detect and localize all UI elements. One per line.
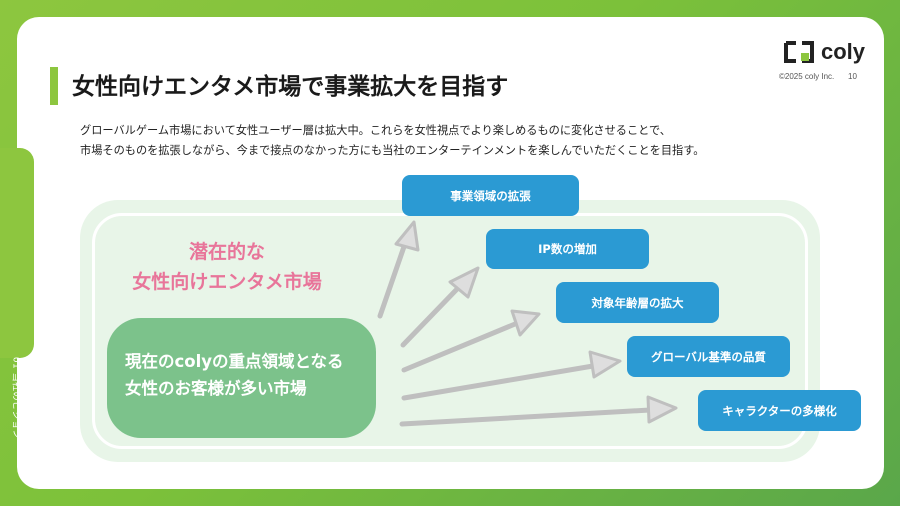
arrow-1-shaft — [377, 235, 410, 319]
potential-market-line-1: 潜在的な — [188, 241, 265, 263]
current-market-line-2: 女性のお客様が多い市場 — [125, 379, 307, 398]
intro-line-2: 市場そのものを拡張しながら、今まで接点のなかった方にも当社のエンターテインメント… — [80, 144, 705, 157]
intro-line-1: グローバルゲーム市場において女性ユーザー層は拡大中。これらを女性視点でより楽しめ… — [80, 124, 671, 137]
target-global-quality: グローバル基準の品質 — [627, 336, 790, 377]
target-ip-increase: IP数の増加 — [486, 229, 649, 269]
arrow-3-shaft — [401, 321, 518, 373]
copyright-text: ©2025 coly Inc. — [779, 72, 835, 81]
logo-text: coly — [821, 39, 866, 64]
arrow-5-shaft — [399, 407, 653, 427]
current-market-line-1: 現在のcolyの重点領域となる — [125, 352, 344, 371]
target-business-expansion: 事業領域の拡張 — [402, 175, 579, 216]
arrow-2-head — [448, 266, 480, 299]
arrow-3-head — [510, 309, 541, 337]
page-title: 女性向けエンタメ市場で事業拡大を目指す — [72, 74, 509, 100]
target-character-diversity: キャラクターの多様化 — [698, 390, 861, 431]
page-number: 10 — [848, 72, 857, 81]
potential-market-label: 潜在的な 女性向けエンタメ市場 — [112, 237, 342, 297]
coly-logo-mark-icon — [784, 41, 814, 63]
intro-text: グローバルゲーム市場において女性ユーザー層は拡大中。これらを女性視点でより楽しめ… — [80, 121, 800, 161]
arrow-2-shaft — [400, 284, 462, 348]
section-side-tab[interactable]: 01 当社のビジョン — [0, 148, 34, 439]
title-accent-bar — [50, 67, 58, 105]
coly-logo: coly — [783, 40, 865, 64]
arrow-5-head — [646, 395, 678, 424]
current-market-box: 現在のcolyの重点領域となる 女性のお客様が多い市場 — [107, 318, 376, 438]
arrow-1-head — [394, 220, 420, 252]
potential-market-line-2: 女性向けエンタメ市場 — [132, 271, 322, 293]
arrow-4-shaft — [401, 363, 596, 401]
arrow-4-head — [588, 350, 622, 379]
target-age-range: 対象年齢層の拡大 — [556, 282, 719, 323]
